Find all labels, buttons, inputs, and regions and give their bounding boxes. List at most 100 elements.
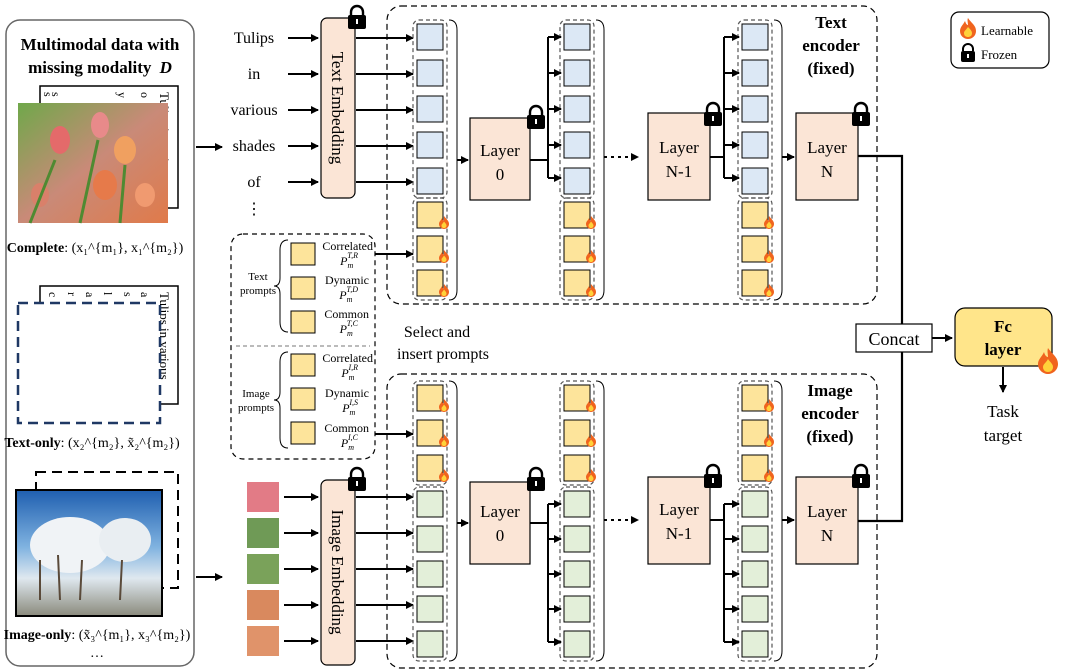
layer-label: Layer — [807, 502, 847, 521]
text-token: shades — [233, 138, 276, 155]
image-patch-list — [247, 482, 279, 656]
prompt-cell — [563, 235, 591, 263]
prompt-sup: I,C — [347, 433, 359, 442]
token-cell — [563, 131, 591, 159]
prompt-cell — [563, 454, 591, 482]
text-token: various — [230, 102, 277, 119]
layer-label: Layer — [480, 141, 520, 160]
prompt-name: Dynamic — [325, 273, 369, 287]
svg-text:PmI,C: PmI,C — [340, 433, 359, 452]
text-only-sample: Tulips in various a s l a r c Text-only:… — [4, 285, 180, 451]
flame-icon — [586, 399, 596, 412]
token-cell — [416, 95, 444, 123]
flame-icon — [764, 434, 774, 447]
winter-trees — [30, 517, 151, 601]
text-output-connector — [858, 154, 904, 338]
image-layer-0: Layer 0 — [469, 481, 531, 565]
prompt-dynamic — [290, 387, 316, 411]
prompt-name: Correlated — [322, 239, 373, 253]
flame-icon — [764, 216, 774, 229]
prompt-symbol: P — [339, 322, 348, 336]
flame-icon — [764, 399, 774, 412]
prompt-sub: m — [347, 261, 353, 270]
svg-text:PmI,S: PmI,S — [341, 398, 358, 417]
prompt-cell — [563, 419, 591, 447]
prompt-sup: T,C — [347, 319, 359, 328]
flame-icon — [1038, 348, 1058, 374]
flame-icon — [586, 434, 596, 447]
text-token-column — [412, 19, 458, 301]
svg-text:PmT,R: PmT,R — [339, 251, 358, 270]
tulip-flowers — [28, 112, 155, 224]
missing-image-placeholder — [16, 301, 162, 425]
prompt-cell — [563, 384, 591, 412]
token-cell — [741, 167, 769, 195]
text-token-list: Tulips in various shades of ⋮ — [230, 30, 277, 218]
prompt-cell — [416, 235, 444, 263]
text-only-card-char: a — [138, 292, 152, 298]
complete-card-char: o — [138, 92, 152, 98]
complete-card-char: y — [115, 92, 129, 98]
prompt-correlated — [290, 353, 316, 377]
lock-icon — [704, 101, 722, 126]
text-token-column — [559, 19, 605, 301]
prompt-sup: I,R — [347, 363, 358, 372]
token-cell — [741, 630, 769, 658]
complete-label: Complete — [7, 241, 65, 256]
prompt-cell — [741, 269, 769, 297]
complete-sample: Tulips in various o y s s Complete: (x₁^… — [7, 85, 184, 256]
task-target-label: Task — [987, 402, 1019, 421]
flame-icon — [764, 469, 774, 482]
flame-icon — [439, 399, 449, 412]
token-cell — [416, 560, 444, 588]
panel-title-line2: missing modality — [28, 58, 152, 77]
prompt-pool: Text prompts Image prompts Correlated Pm… — [230, 233, 376, 460]
lock-icon — [527, 466, 545, 491]
layer-label: Layer — [807, 138, 847, 157]
lock-icon — [704, 463, 722, 488]
token-cell — [416, 525, 444, 553]
image-layer-n-1: Layer N-1 — [647, 476, 711, 565]
flame-icon — [586, 284, 596, 297]
text-token: ⋮ — [246, 201, 262, 218]
concat-label: Concat — [869, 329, 920, 349]
layer-label: 0 — [496, 165, 505, 184]
prompt-sup: T,R — [347, 251, 358, 260]
lock-icon — [852, 463, 870, 488]
select-insert-label: Select and — [404, 324, 470, 341]
text-layer-n: Layer N — [795, 112, 859, 201]
prompt-cell — [741, 454, 769, 482]
lock-icon — [961, 43, 975, 62]
layer-label: N — [821, 526, 833, 545]
embedding-to-tokens-arrows — [356, 34, 414, 186]
image-encoder-title: Image — [807, 381, 853, 400]
prompt-cell — [416, 454, 444, 482]
prompt-common — [290, 421, 316, 445]
token-cell — [416, 59, 444, 87]
image-patch — [247, 590, 279, 620]
layer-label: 0 — [496, 526, 505, 545]
prompt-cell — [416, 201, 444, 229]
text-token: in — [248, 66, 260, 83]
legend-frozen: Frozen — [981, 47, 1018, 62]
prompt-cell — [416, 384, 444, 412]
image-token-column — [559, 380, 605, 662]
prompt-sub: m — [347, 329, 353, 338]
text-embedding-block: Text Embedding — [320, 4, 366, 199]
image-token-column — [412, 380, 458, 662]
panel-title-symbol: D — [159, 58, 172, 77]
image-only-math: : (x̃₃^{m₁}, x₃^{m₂}) — [71, 628, 190, 643]
prompt-cell — [741, 384, 769, 412]
prompt-name: Correlated — [322, 351, 373, 365]
svg-text:Complete: (x₁^{m₁}, x₁^{m₂}): Complete: (x₁^{m₁}, x₁^{m₂}) — [7, 241, 184, 256]
prompt-name: Dynamic — [325, 386, 369, 400]
prompt-sup: T,D — [346, 285, 358, 294]
svg-text:PmT,D: PmT,D — [338, 285, 358, 304]
image-prompts-label: prompts — [238, 402, 274, 414]
flame-icon — [439, 284, 449, 297]
text-encoder-title: encoder — [802, 36, 860, 55]
text-encoder: Text encoder (fixed) — [386, 5, 878, 305]
patch-to-embedding-arrows — [284, 493, 319, 645]
prompt-dynamic — [290, 276, 316, 300]
